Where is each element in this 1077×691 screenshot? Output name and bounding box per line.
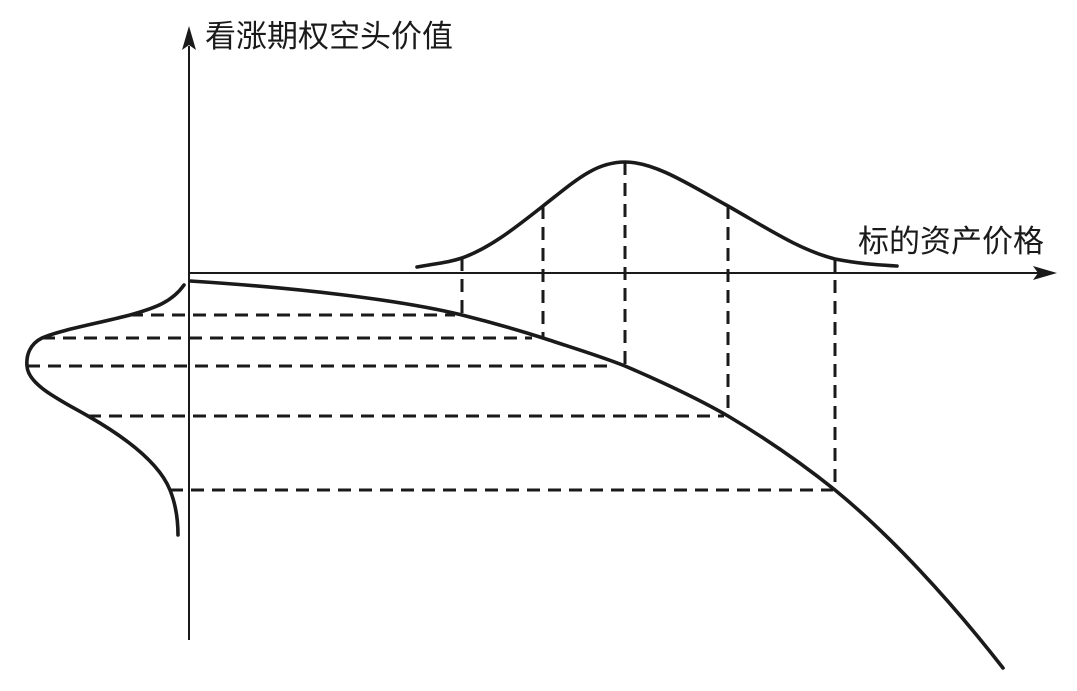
option-value-distribution-curve xyxy=(25,283,186,537)
x-axis-arrow xyxy=(1033,266,1057,280)
x-axis-label: 标的资产价格 xyxy=(858,224,1044,260)
asset-price-distribution-curve xyxy=(415,160,899,269)
short-call-value-curve xyxy=(188,279,1005,670)
y-axis-label: 看涨期权空头价值 xyxy=(205,19,453,55)
y-axis-arrow xyxy=(182,26,196,50)
